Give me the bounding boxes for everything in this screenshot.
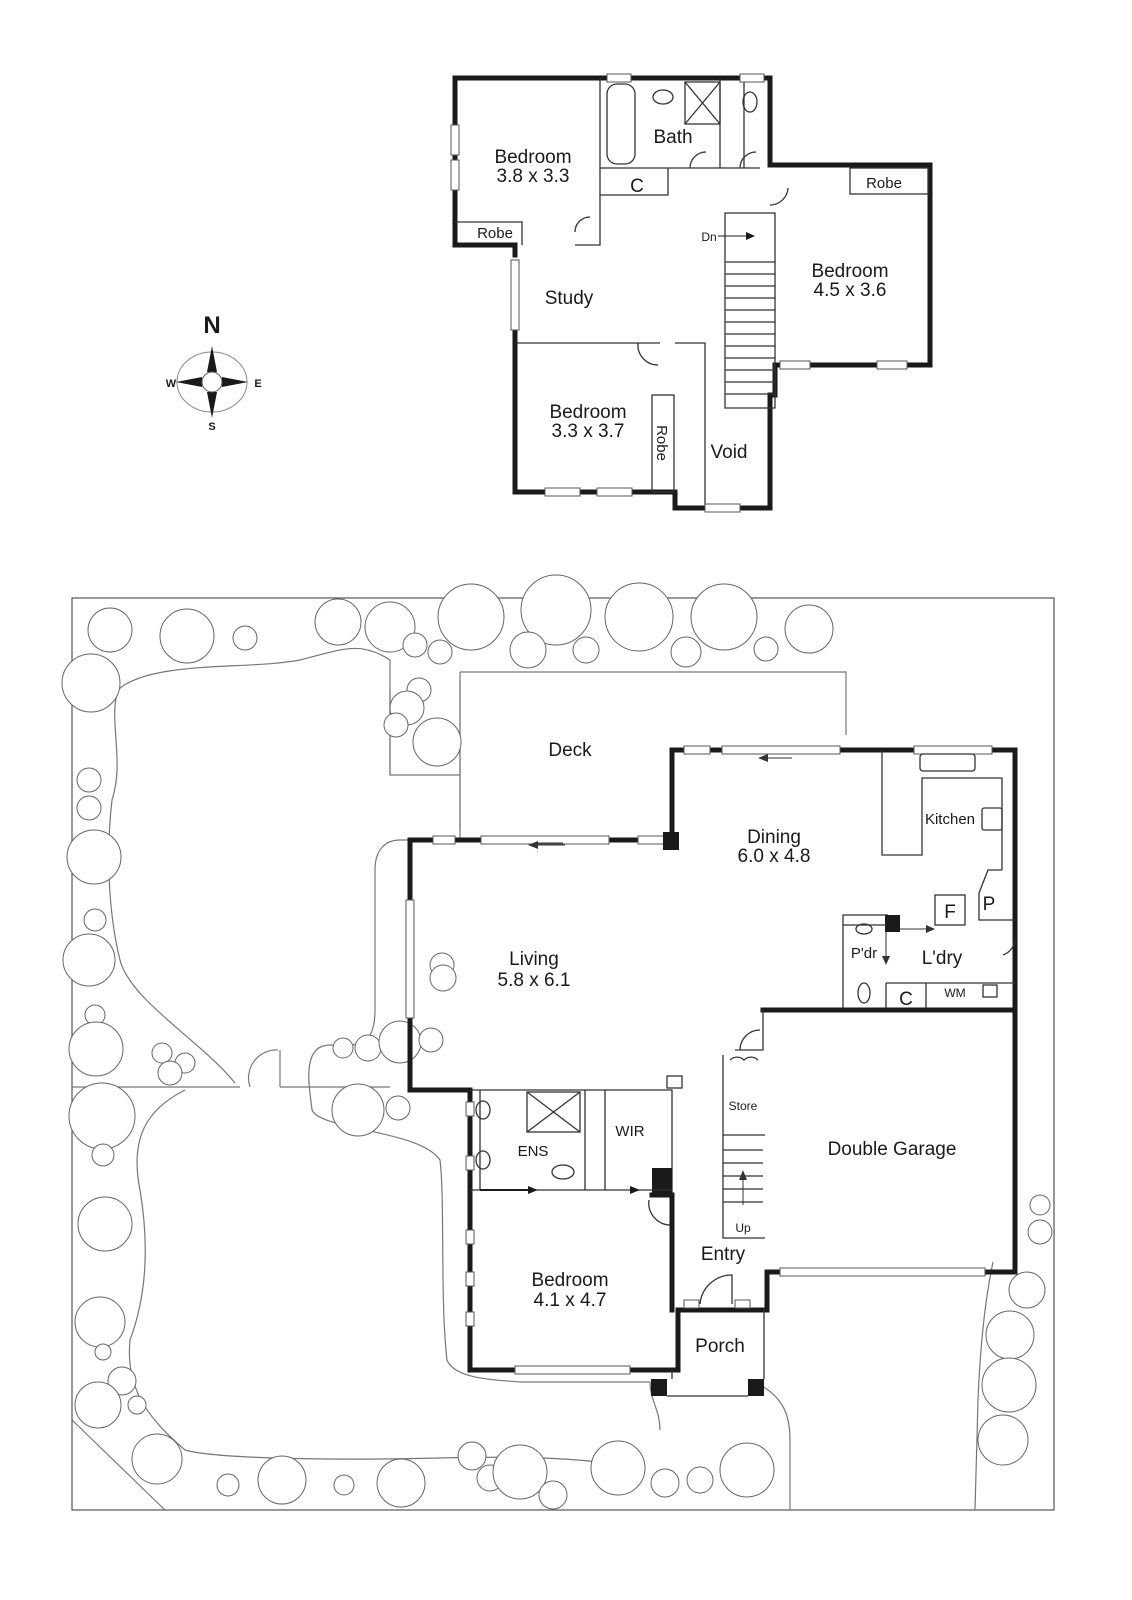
stairs-up-label: Up [735,1221,751,1235]
room-label-dining: Dining [747,827,801,848]
room-label-robe-nw: Robe [477,225,513,242]
room-label-laundry: L'dry [922,948,963,969]
compass-east-label: E [254,378,261,390]
north-arrow-icon [207,346,217,372]
compass-rose: N S E W [166,312,262,433]
room-size-bedroom-ne: 4.5 x 3.6 [814,280,887,301]
room-label-powder: P'dr [851,945,877,962]
room-label-bedroom-main: Bedroom [531,1270,608,1291]
room-label-bedroom-sw: Bedroom [549,402,626,423]
room-size-living: 5.8 x 6.1 [498,970,571,991]
ground-floor-plan: Deck Dining 6.0 x 4.8 Kitchen Living 5.8… [405,740,1018,1397]
stairs-up-arrow-icon [739,1170,747,1180]
stairs-down-label: Dn [701,230,716,244]
upper-floor-plan: Bedroom 3.8 x 3.3 Bath C Robe Robe Bedro… [450,73,933,513]
room-label-laundry-cupboard: C [899,989,913,1010]
room-label-double-garage: Double Garage [828,1139,957,1160]
room-size-bedroom-main: 4.1 x 4.7 [534,1290,607,1311]
room-label-entry: Entry [701,1244,746,1265]
room-label-robe-ne: Robe [866,175,902,192]
room-label-bath: Bath [653,127,692,148]
room-label-cupboard: C [630,176,644,197]
stairs-down-arrow-icon [746,232,755,240]
room-label-void: Void [711,442,748,463]
room-label-living: Living [509,949,559,970]
compass-west-label: W [166,378,177,390]
room-label-store: Store [729,1099,758,1113]
room-label-robe-sw: Robe [653,425,670,461]
room-label-pantry: P [983,894,996,915]
room-size-bedroom-sw: 3.3 x 3.7 [552,421,625,442]
trees [61,574,1053,1510]
room-label-porch: Porch [695,1336,745,1357]
room-label-washing-machine: WM [944,986,965,1000]
room-size-bedroom-nw: 3.8 x 3.3 [497,166,570,187]
room-label-wir: WIR [615,1123,644,1140]
room-label-bedroom-nw: Bedroom [494,147,571,168]
room-size-dining: 6.0 x 4.8 [738,846,811,867]
room-label-study: Study [545,288,594,309]
room-label-fridge: F [944,902,956,923]
room-label-bedroom-ne: Bedroom [811,261,888,282]
room-label-kitchen: Kitchen [925,811,975,828]
landscape-outlines [71,647,994,1511]
compass-north-label: N [203,312,220,339]
room-label-deck: Deck [548,740,592,761]
compass-south-label: S [208,421,215,433]
room-label-ensuite: ENS [518,1143,549,1160]
